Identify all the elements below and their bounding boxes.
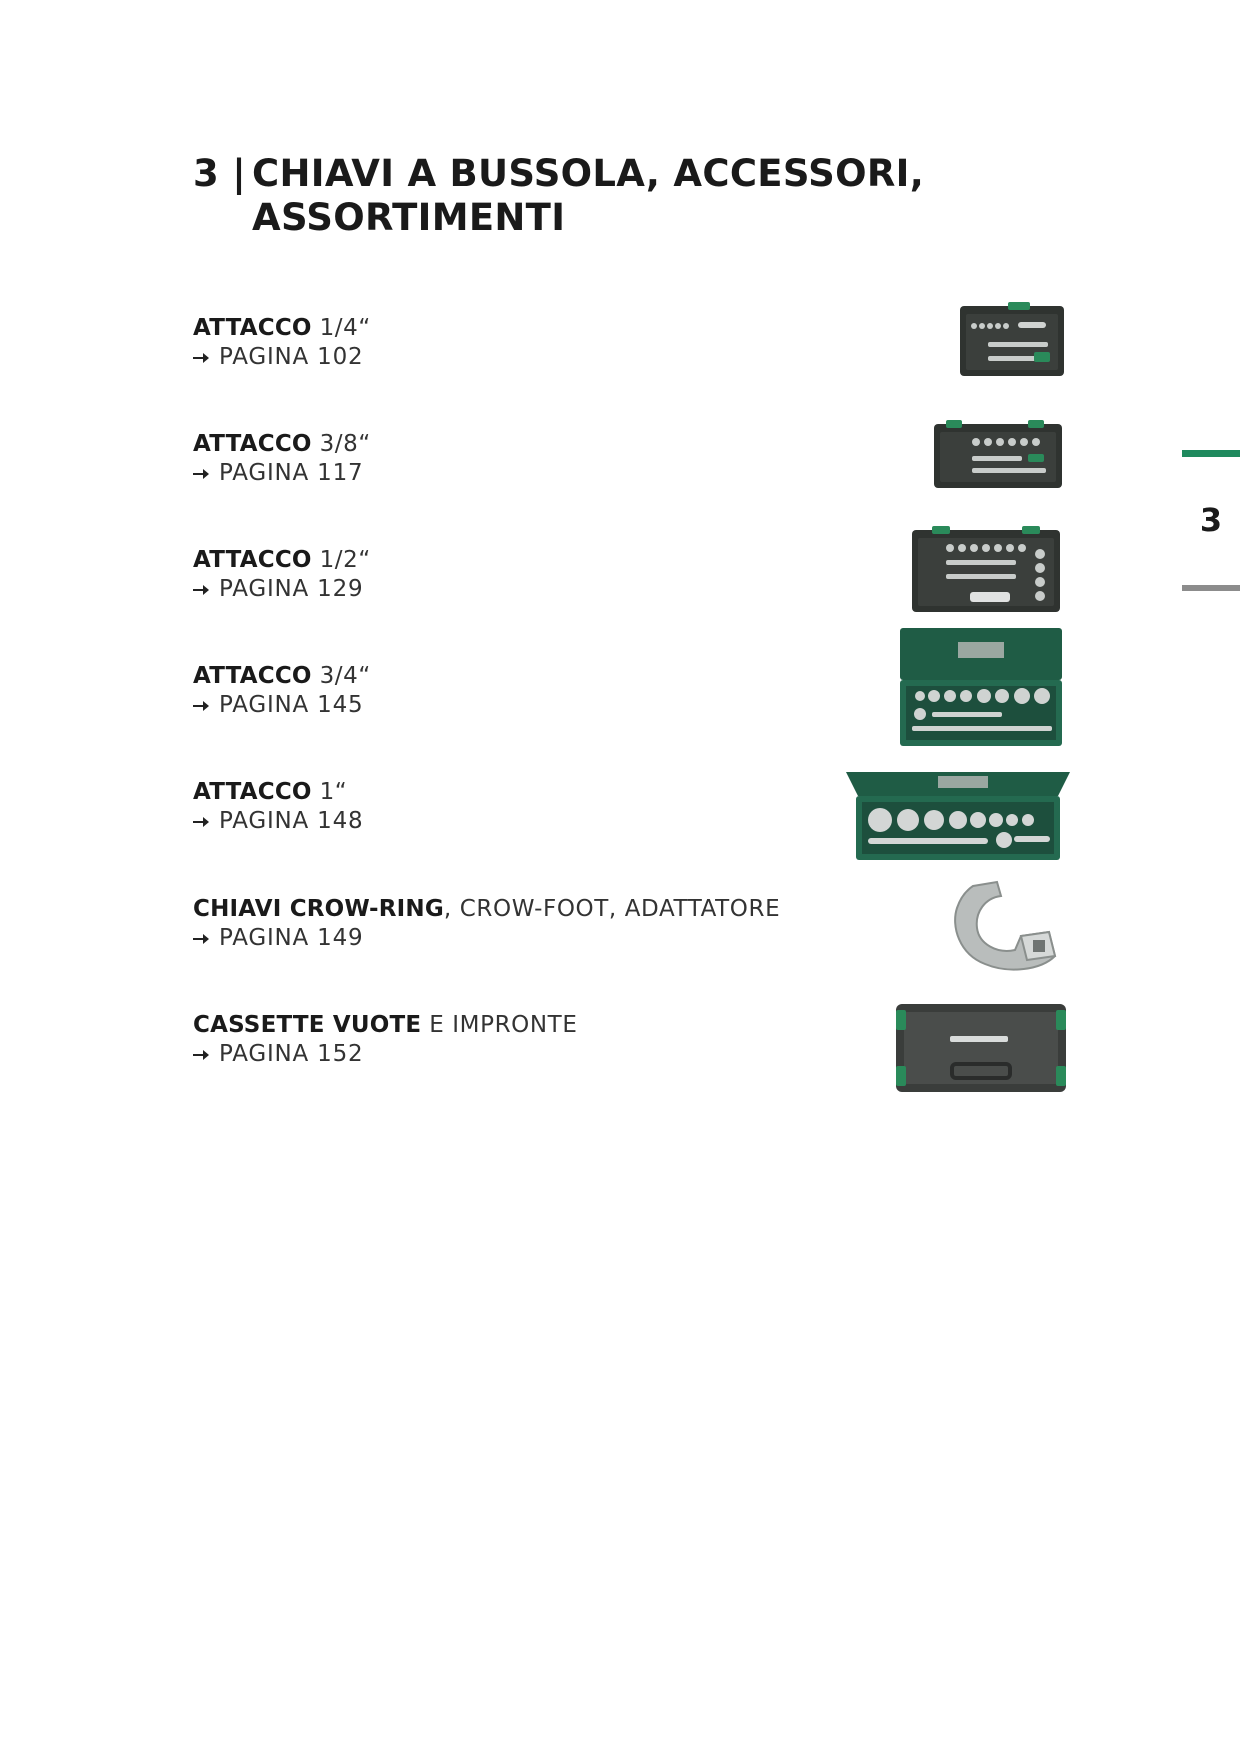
section-number: 3 | [193,152,247,195]
arrow-right-icon [193,1049,209,1060]
entry-rest: 3/8“ [311,431,371,457]
entry-rest: 1“ [311,779,348,805]
entry-bold: ATTACCO [193,315,312,341]
entry-page: PAGINA 129 [219,576,364,602]
empty-case-icon [896,1004,1066,1092]
arrow-right-icon [193,584,209,595]
socket-set-case-icon [960,302,1064,376]
entry-bold: ATTACCO [193,431,312,457]
entry-bold: ATTACCO [193,779,312,805]
arrow-right-icon [193,700,209,711]
entry-page: PAGINA 152 [219,1041,364,1067]
entry-attacco-1[interactable]: ATTACCO 1“ PAGINA 148 [193,778,363,836]
socket-set-case-icon [934,420,1062,488]
entry-page-link[interactable]: PAGINA 129 [193,575,371,604]
entry-crow-ring[interactable]: CHIAVI CROW-RING, CROW-FOOT, ADATTATORE … [193,895,780,953]
arrow-right-icon [193,468,209,479]
arrow-right-icon [193,352,209,363]
entry-rest: E IMPRONTE [421,1012,578,1038]
entry-attacco-1-2[interactable]: ATTACCO 1/2“ PAGINA 129 [193,546,371,604]
section-tab-number: 3 [1199,501,1223,539]
arrow-right-icon [193,933,209,944]
entry-bold: CHIAVI CROW-RING [193,896,444,922]
entry-attacco-1-4[interactable]: ATTACCO 1/4“ PAGINA 102 [193,314,371,372]
section-title-line2: ASSORTIMENTI [252,196,566,239]
entry-bold: ATTACCO [193,663,312,689]
entry-attacco-3-8[interactable]: ATTACCO 3/8“ PAGINA 117 [193,430,371,488]
entry-rest: 1/4“ [311,315,371,341]
entry-page-link[interactable]: PAGINA 148 [193,807,363,836]
entry-attacco-3-4[interactable]: ATTACCO 3/4“ PAGINA 145 [193,662,371,720]
section-tab-marker [1182,450,1240,457]
entry-rest: 3/4“ [311,663,371,689]
entry-page: PAGINA 148 [219,808,364,834]
socket-set-case-icon [912,526,1060,612]
entry-cassette-vuote[interactable]: CASSETTE VUOTE E IMPRONTE PAGINA 152 [193,1011,577,1069]
entry-bold: ATTACCO [193,547,312,573]
entry-page: PAGINA 149 [219,925,364,951]
entry-bold: CASSETTE VUOTE [193,1012,422,1038]
metal-socket-box-icon [846,772,1070,860]
entry-page-link[interactable]: PAGINA 149 [193,924,780,953]
metal-socket-box-icon [900,628,1062,746]
entry-page: PAGINA 117 [219,460,364,486]
entry-page-link[interactable]: PAGINA 117 [193,459,371,488]
section-title: 3 | CHIAVI A BUSSOLA, ACCESSORI, ASSORTI… [193,152,924,240]
crow-ring-wrench-icon [954,880,1057,971]
entry-page: PAGINA 102 [219,344,364,370]
entry-page: PAGINA 145 [219,692,364,718]
entry-page-link[interactable]: PAGINA 102 [193,343,371,372]
section-title-line1: CHIAVI A BUSSOLA, ACCESSORI, [252,152,925,195]
arrow-right-icon [193,816,209,827]
section-tab-divider [1182,585,1240,591]
entry-page-link[interactable]: PAGINA 152 [193,1040,577,1069]
entry-rest: , CROW-FOOT, ADATTATORE [443,896,781,922]
entry-page-link[interactable]: PAGINA 145 [193,691,371,720]
entry-rest: 1/2“ [311,547,371,573]
